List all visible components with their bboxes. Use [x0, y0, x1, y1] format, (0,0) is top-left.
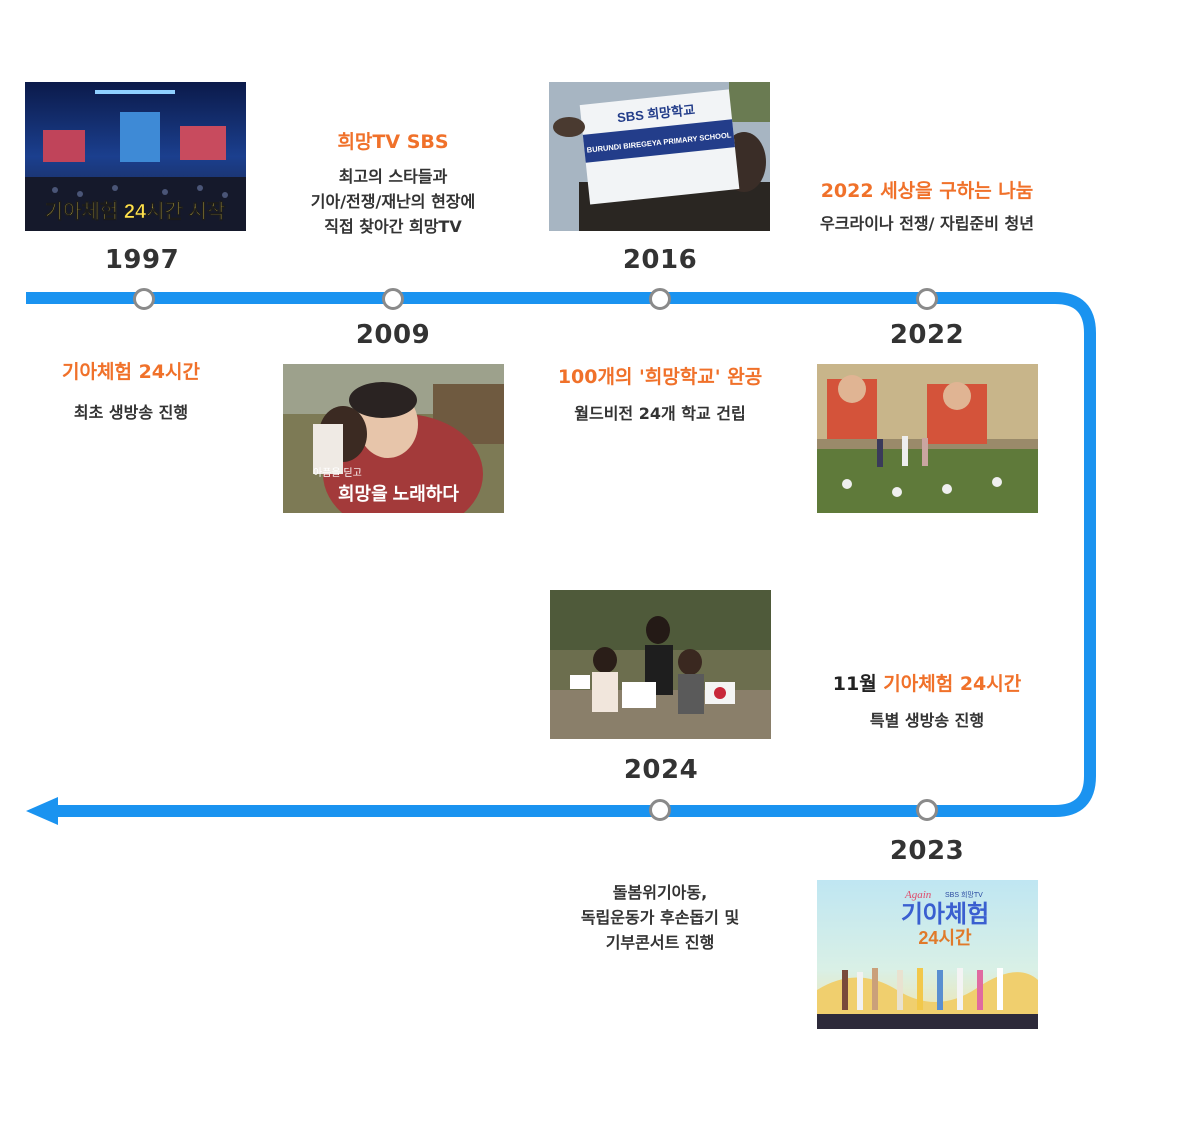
timeline-marker-2022 — [916, 288, 938, 310]
event-2024-desc-line: 독립운동가 후손돕기 및 — [580, 908, 740, 927]
photo-2023-poster-again: Again — [904, 889, 932, 901]
photo-1997-caption: 기아체험 24시간 시작 — [45, 200, 226, 223]
timeline-marker-2016 — [649, 288, 671, 310]
event-1997-desc: 최초 생방송 진행 — [73, 403, 189, 422]
photo-2023-poster-sub: 24시간 — [918, 928, 972, 948]
year-label-2024: 2024 — [623, 755, 699, 785]
year-label-2023: 2023 — [889, 836, 965, 866]
event-2022-text: 2022 세상을 구하는 나눔 우크라이나 전쟁/ 자립준비 청년 — [777, 177, 1077, 236]
timeline-marker-1997 — [133, 288, 155, 310]
photo-2023-poster-brand: SBS 희망TV — [945, 890, 983, 899]
event-2022-title: 2022 세상을 구하는 나눔 — [820, 180, 1034, 202]
event-2023-title: 11월 기아체험 24시간 — [777, 670, 1077, 698]
event-2024-desc-line: 기부콘서트 진행 — [605, 933, 715, 952]
event-2022-desc: 우크라이나 전쟁/ 자립준비 청년 — [820, 214, 1034, 233]
event-2024-text: 돌봄위기아동, 독립운동가 후손돕기 및 기부콘서트 진행 — [510, 880, 810, 955]
photo-2009-caption-big: 희망을 노래하다 — [338, 484, 459, 504]
timeline-marker-2024 — [649, 799, 671, 821]
photo-2009-caption-small: 아픔을 딛고 — [313, 467, 362, 479]
year-label-1997: 1997 — [104, 245, 180, 275]
event-2023-title-prefix: 11월 — [832, 673, 877, 695]
timeline-marker-2009 — [382, 288, 404, 310]
event-2016-title: 100개의 '희망학교' 완공 — [557, 366, 763, 388]
photo-2022-outdoor-stage — [817, 364, 1038, 513]
event-2009-desc-line: 기아/전쟁/재난의 현장에 — [310, 192, 476, 211]
event-2016-text: 100개의 '희망학교' 완공 월드비전 24개 학교 건립 — [510, 363, 810, 426]
photo-2016-school-sign: SBS 희망학교 BURUNDI BIREGEYA PRIMARY SCHOOL — [549, 82, 770, 231]
photo-2023-concert-poster: Again SBS 희망TV 기아체험 24시간 — [817, 880, 1038, 1029]
timeline-line — [26, 292, 1096, 817]
event-2009-desc-line: 직접 찾아간 희망TV — [324, 217, 462, 236]
event-2023-title-main: 기아체험 24시간 — [883, 673, 1022, 695]
event-2009-text: 희망TV SBS 최고의 스타들과 기아/전쟁/재난의 현장에 직접 찾아간 희… — [243, 128, 543, 239]
photo-2023-poster-title: 기아체험 — [901, 901, 989, 928]
event-1997-title: 기아체험 24시간 — [62, 361, 200, 383]
year-label-2016: 2016 — [622, 245, 698, 275]
event-2009-desc-line: 최고의 스타들과 — [338, 167, 448, 186]
event-2023-desc: 특별 생방송 진행 — [869, 711, 985, 730]
timeline-marker-2023 — [916, 799, 938, 821]
year-label-2022: 2022 — [889, 320, 965, 350]
timeline-arrowhead — [26, 797, 58, 825]
event-1997-text: 기아체험 24시간 최초 생방송 진행 — [0, 358, 281, 425]
event-2024-desc-line: 돌봄위기아동, — [612, 883, 708, 902]
year-label-2009: 2009 — [355, 320, 431, 350]
photo-2024-children-flags — [550, 590, 771, 739]
event-2016-desc: 월드비전 24개 학교 건립 — [574, 404, 746, 423]
photo-2009-hug: 아픔을 딛고 희망을 노래하다 — [283, 364, 504, 513]
event-2009-title: 희망TV SBS — [337, 131, 449, 153]
event-2023-text: 11월 기아체험 24시간 특별 생방송 진행 — [777, 670, 1077, 733]
photo-1997-concert-stage: 기아체험 24시간 시작 — [25, 82, 246, 231]
